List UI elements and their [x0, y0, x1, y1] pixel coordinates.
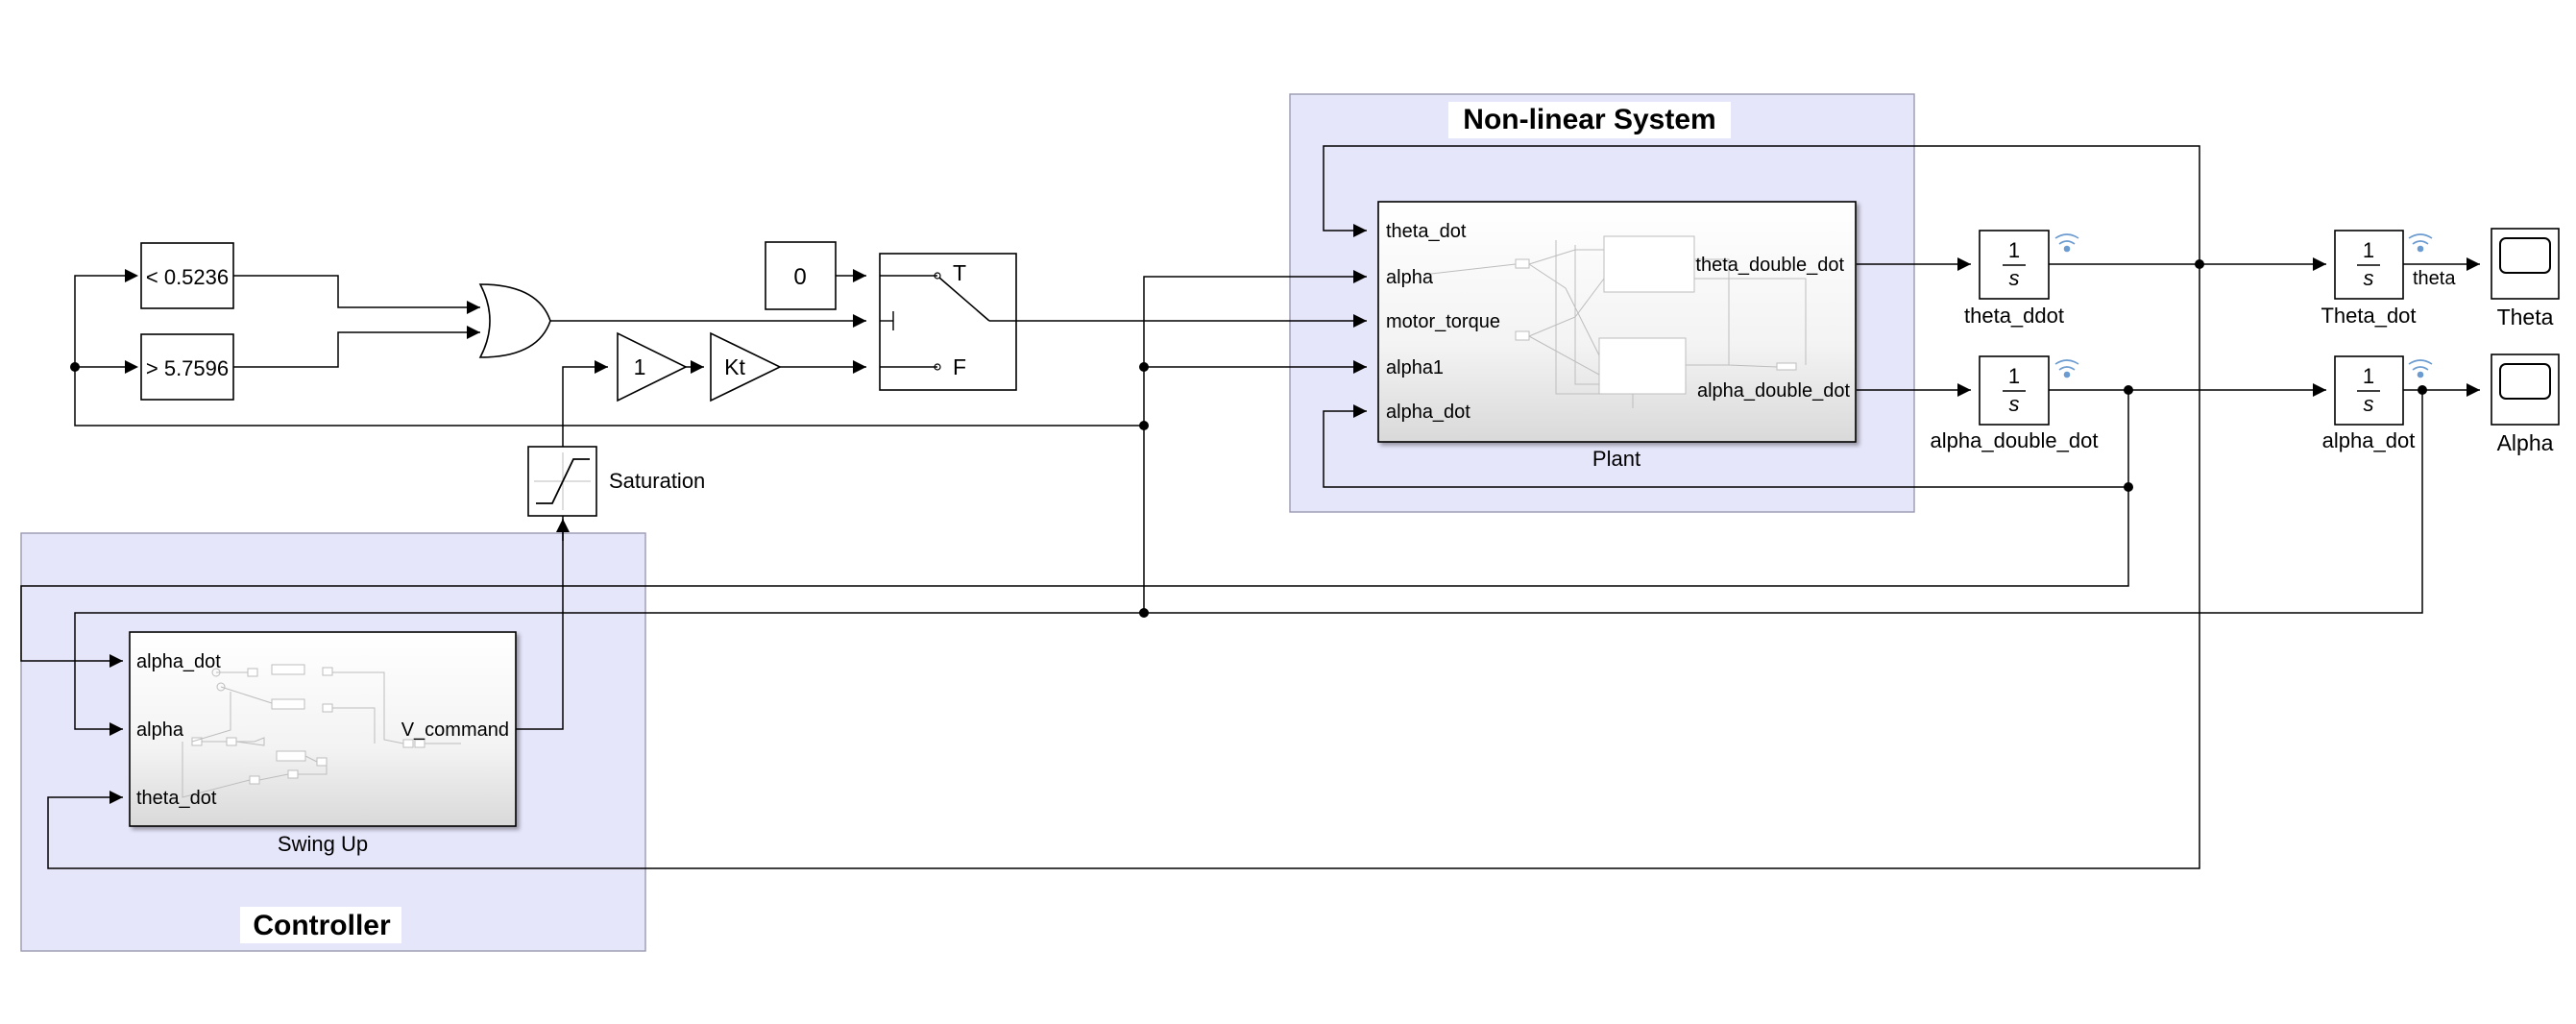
- integrator-denominator: s: [2009, 392, 2020, 416]
- scope-alpha[interactable]: [2491, 354, 2560, 426]
- junction-dots: [70, 259, 2427, 618]
- signal-lines: [20, 145, 2480, 869]
- plant-input-alpha: alpha: [1386, 267, 1434, 288]
- swing-up-subsystem[interactable]: alpha_dot alpha theta_dot V_command: [129, 631, 517, 827]
- switch-true-port: T: [953, 260, 966, 285]
- controller-title-bg: [240, 907, 401, 943]
- integrator-numerator: 1: [2363, 238, 2374, 262]
- arrowheads: [109, 224, 2480, 804]
- signal-theta-label: theta: [2413, 268, 2456, 289]
- compare-block-lower[interactable]: < 0.5236: [140, 242, 234, 309]
- integrator-theta-dot[interactable]: 1 s: [2334, 230, 2404, 300]
- swing-up-name: Swing Up: [278, 832, 368, 856]
- switch-false-port: F: [953, 354, 966, 379]
- plant-name: Plant: [1592, 447, 1640, 471]
- swing-up-input-alpha: alpha: [136, 719, 184, 741]
- scope-alpha-label: Alpha: [2497, 430, 2554, 455]
- gain-one-block[interactable]: 1: [617, 331, 688, 402]
- plant-subsystem[interactable]: theta_dot alpha motor_torque alpha1 alph…: [1377, 201, 1857, 443]
- signal-logging-icon[interactable]: [2054, 359, 2079, 378]
- integrator-denominator: s: [2364, 266, 2374, 290]
- scope-theta[interactable]: [2491, 228, 2560, 300]
- switch-block[interactable]: T F: [879, 253, 1017, 391]
- plant-input-alpha1: alpha1: [1386, 357, 1444, 378]
- integrator-alpha-double-dot-label: alpha_double_dot: [1931, 428, 2099, 452]
- constant-zero-label: 0: [793, 264, 806, 290]
- integrator-theta-ddot[interactable]: 1 s: [1979, 230, 2050, 300]
- swing-up-output-v-command: V_command: [401, 719, 509, 741]
- signal-logging-icon[interactable]: [2054, 233, 2079, 253]
- integrator-numerator: 1: [2363, 364, 2374, 388]
- gain-kt-label: Kt: [724, 354, 745, 379]
- gain-one-label: 1: [634, 354, 646, 379]
- integrator-theta-ddot-label: theta_ddot: [1964, 304, 2064, 328]
- nonlinear-title-bg: [1448, 102, 1731, 138]
- swing-up-input-alpha-dot: alpha_dot: [136, 651, 221, 672]
- swing-up-input-theta-dot: theta_dot: [136, 788, 217, 809]
- integrator-theta-dot-label: Theta_dot: [2321, 304, 2416, 328]
- compare-upper-label: > 5.7596: [146, 356, 229, 380]
- integrator-alpha-dot[interactable]: 1 s: [2334, 355, 2404, 426]
- swing-up-internal-preview: [182, 664, 461, 798]
- gain-kt-block[interactable]: Kt: [710, 331, 782, 402]
- plant-internal-preview: [1430, 235, 1807, 408]
- nonlinear-system-title: Non-linear System: [1463, 104, 1715, 135]
- compare-lower-label: < 0.5236: [146, 265, 229, 289]
- saturation-block[interactable]: [527, 446, 597, 517]
- integrator-alpha-double-dot[interactable]: 1 s: [1979, 355, 2050, 426]
- saturation-label: Saturation: [609, 469, 705, 493]
- signal-logging-icon[interactable]: [2408, 359, 2433, 378]
- plant-input-theta-dot: theta_dot: [1386, 221, 1467, 242]
- plant-output-alpha-double-dot: alpha_double_dot: [1697, 380, 1850, 402]
- plant-input-motor-torque: motor_torque: [1386, 311, 1500, 332]
- plant-output-theta-double-dot: theta_double_dot: [1695, 255, 1844, 276]
- integrator-denominator: s: [2364, 392, 2374, 416]
- integrator-denominator: s: [2009, 266, 2020, 290]
- constant-zero-block[interactable]: 0: [765, 241, 837, 310]
- scope-theta-label: Theta: [2497, 305, 2554, 329]
- or-gate[interactable]: [478, 283, 551, 358]
- integrator-numerator: 1: [2008, 364, 2020, 388]
- controller-title: Controller: [253, 910, 391, 941]
- signal-logging-icon[interactable]: [2408, 233, 2433, 253]
- compare-block-upper[interactable]: > 5.7596: [140, 333, 234, 401]
- integrator-numerator: 1: [2008, 238, 2020, 262]
- plant-input-alpha-dot: alpha_dot: [1386, 402, 1470, 423]
- integrator-alpha-dot-label: alpha_dot: [2322, 428, 2416, 452]
